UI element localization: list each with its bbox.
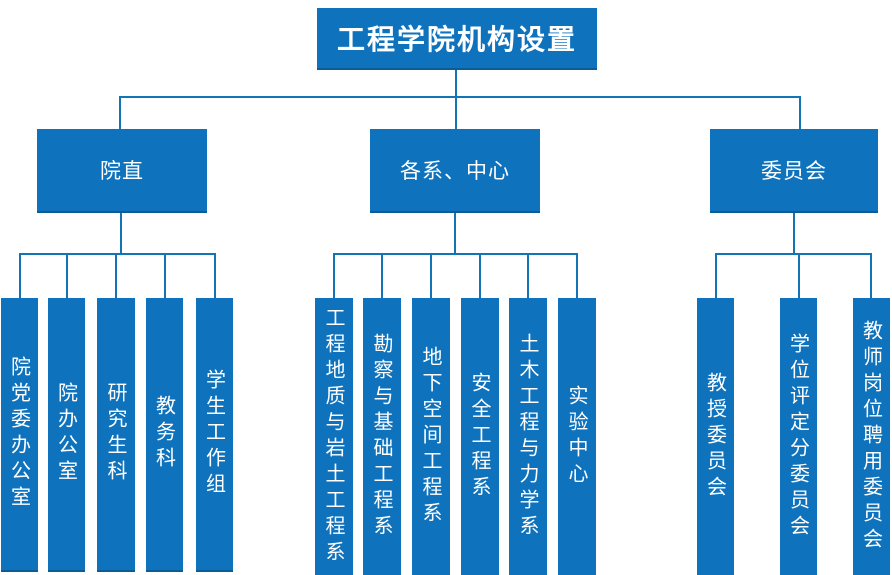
connector-line	[430, 253, 432, 298]
connector-line	[870, 253, 872, 298]
connector-line	[527, 253, 529, 298]
connector-line	[214, 253, 216, 298]
org-leaf-node: 安全工程系	[461, 298, 499, 575]
connector-line	[115, 253, 117, 298]
connector-line	[381, 253, 383, 298]
connector-line	[455, 70, 457, 96]
org-leaf-node: 院办公室	[48, 298, 85, 572]
connector-line	[455, 96, 457, 129]
org-leaf-node: 勘察与基础工程系	[363, 298, 401, 575]
connector-line	[333, 253, 335, 298]
connector-line	[333, 253, 578, 255]
connector-line	[576, 253, 578, 298]
org-branch-node: 院直	[37, 129, 207, 213]
connector-line	[715, 253, 717, 298]
connector-line	[479, 253, 481, 298]
org-leaf-node: 研究生科	[97, 298, 135, 572]
org-leaf-node: 教务科	[146, 298, 183, 572]
connector-line	[715, 253, 872, 255]
connector-line	[793, 213, 795, 253]
org-root-node: 工程学院机构设置	[317, 8, 597, 70]
connector-line	[19, 253, 21, 298]
connector-line	[454, 213, 456, 253]
connector-line	[799, 96, 801, 129]
connector-line	[120, 213, 122, 253]
org-leaf-node: 教师岗位聘用委员会	[853, 298, 890, 575]
org-leaf-node: 学位评定分委员会	[780, 298, 817, 575]
connector-line	[164, 253, 166, 298]
org-leaf-node: 土木工程与力学系	[509, 298, 547, 575]
org-branch-node: 委员会	[710, 129, 878, 213]
org-leaf-node: 地下空间工程系	[412, 298, 450, 575]
connector-line	[798, 253, 800, 298]
org-leaf-node: 实验中心	[558, 298, 596, 575]
org-leaf-node: 学生工作组	[196, 298, 233, 572]
org-leaf-node: 院党委办公室	[1, 298, 38, 572]
connector-line	[119, 96, 121, 129]
org-branch-node: 各系、中心	[370, 129, 540, 213]
connector-line	[66, 253, 68, 298]
connector-line	[119, 96, 801, 98]
connector-line	[19, 253, 216, 255]
org-leaf-node: 教授委员会	[697, 298, 734, 575]
org-leaf-node: 工程地质与岩土工程系	[315, 298, 353, 575]
